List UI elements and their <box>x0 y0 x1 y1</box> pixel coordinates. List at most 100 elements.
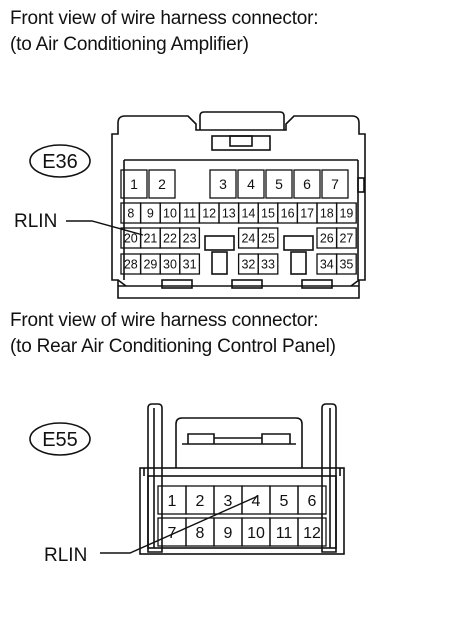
pin-e36-26: 26 <box>316 227 338 249</box>
pin-e36-9: 9 <box>139 202 161 224</box>
pin-e36-15-number: 15 <box>261 207 275 221</box>
pin-e36-16-number: 16 <box>281 207 295 221</box>
pin-e55-6: 6 <box>297 485 327 515</box>
pin-e55-2: 2 <box>185 485 215 515</box>
connector2-heading: Front view of wire harness connector: (t… <box>10 308 336 360</box>
pin-e36-8-number: 8 <box>127 207 134 221</box>
pin-e36-23-box <box>179 227 201 249</box>
pin-e36-14-number: 14 <box>241 207 255 221</box>
pin-e36-28: 28 <box>120 253 142 275</box>
pin-e55-10-number: 10 <box>247 525 265 542</box>
pin-e36-33-box <box>257 253 279 275</box>
pin-e36-4-box <box>237 169 265 199</box>
connector-e36-corner-lines <box>117 279 360 287</box>
connector-e55-body-ticks <box>143 468 341 476</box>
connector2-heading-line2: (to Rear Air Conditioning Control Panel) <box>10 336 336 357</box>
pin-e36-30-number: 30 <box>163 258 177 272</box>
pin-e36-9-number: 9 <box>147 207 154 221</box>
connector-e36-foot-mid <box>231 279 263 289</box>
connector-e55-left-clip <box>147 403 163 553</box>
pin-e55-4: 4 <box>241 485 271 515</box>
pin-e36-34-number: 34 <box>320 258 334 272</box>
pin-e36-1-box <box>120 169 148 199</box>
pin-e36-11-number: 11 <box>183 207 196 221</box>
pin-e36-24-number: 24 <box>241 232 255 246</box>
pin-e36-13-number: 13 <box>222 207 236 221</box>
pin-e36-23: 23 <box>179 227 201 249</box>
pin-e55-5-number: 5 <box>280 493 289 510</box>
connector-e55-code: E55 <box>42 429 78 451</box>
pin-e36-6-box <box>293 169 321 199</box>
pin-e36-23-number: 23 <box>183 232 197 246</box>
connector-e36-code-oval <box>29 144 91 178</box>
pin-e36-15: 15 <box>257 202 279 224</box>
pin-e36-22: 22 <box>159 227 181 249</box>
pin-e36-16: 16 <box>277 202 299 224</box>
pin-e36-19-number: 19 <box>339 207 353 221</box>
pin-e36-25-number: 25 <box>261 232 275 246</box>
pin-e36-25: 25 <box>257 227 279 249</box>
connector-e55-latch <box>175 417 303 468</box>
pin-e36-11: 11 <box>179 202 201 224</box>
connector-e36-foot-right <box>301 279 333 289</box>
pin-e55-11: 11 <box>269 517 299 547</box>
pin-e36-4: 4 <box>237 169 265 199</box>
pin-e36-1: 1 <box>120 169 148 199</box>
pin-e55-12-box <box>297 517 327 547</box>
pin-e36-3-number: 3 <box>219 176 227 192</box>
pin-e36-13: 13 <box>218 202 240 224</box>
pin-e36-3-box <box>209 169 237 199</box>
pin-e36-12: 12 <box>198 202 220 224</box>
pin-e36-5-box <box>265 169 293 199</box>
pin-e36-26-number: 26 <box>320 232 334 246</box>
pin-e55-3-number: 3 <box>224 493 233 510</box>
pin-e36-7-box <box>321 169 349 199</box>
pin-e36-34: 34 <box>316 253 338 275</box>
connector-e36-latch <box>199 111 285 130</box>
connector-e36-foot-left <box>161 279 193 289</box>
pin-e36-24: 24 <box>237 227 259 249</box>
connector-e36-blank-block-left <box>204 235 235 251</box>
connector-e36-lock-window <box>211 135 271 151</box>
pin-e36-2-box <box>148 169 176 199</box>
connector-e55-latch-detail <box>187 433 291 444</box>
pin-e55-2-number: 2 <box>196 493 205 510</box>
pin-e36-10-number: 10 <box>163 207 177 221</box>
pin-e36-27-box <box>335 227 357 249</box>
pin-e36-4-number: 4 <box>247 176 255 192</box>
connector-e36-lock-tab <box>229 135 253 147</box>
pin-e36-32: 32 <box>237 253 259 275</box>
connector-e36-callout-line <box>66 220 144 236</box>
pin-e36-7: 7 <box>321 169 349 199</box>
connector-e36-code: E36 <box>42 151 78 173</box>
pin-e55-10: 10 <box>241 517 271 547</box>
pin-e36-22-number: 22 <box>163 232 177 246</box>
pin-e55-8-number: 8 <box>196 525 205 542</box>
connector2-heading-line1: Front view of wire harness connector: <box>10 310 319 331</box>
connector-e36-blank-slot-right <box>290 251 307 275</box>
pin-e36-33-number: 33 <box>261 258 275 272</box>
pin-e36-27: 27 <box>335 227 357 249</box>
pin-e36-28-number: 28 <box>124 258 138 272</box>
pin-e36-35: 35 <box>335 253 357 275</box>
pin-e36-19: 19 <box>335 202 357 224</box>
pin-e36-5: 5 <box>265 169 293 199</box>
connector-e55-body <box>139 467 345 555</box>
pin-e36-17: 17 <box>296 202 318 224</box>
pin-e55-1-number: 1 <box>168 493 177 510</box>
pin-e55-11-number: 11 <box>276 525 293 542</box>
connector-e55-recess <box>147 475 337 549</box>
pin-e36-6: 6 <box>293 169 321 199</box>
pin-e36-29: 29 <box>139 253 161 275</box>
pin-e55-7-number: 7 <box>168 525 177 542</box>
pin-e36-14: 14 <box>237 202 259 224</box>
pin-e36-32-number: 32 <box>241 258 255 272</box>
connector-e55-callout-label: RLIN <box>44 545 87 566</box>
pin-e36-19-box <box>335 202 357 224</box>
pin-e36-18-number: 18 <box>320 207 334 221</box>
connector-e36-callout-label: RLIN <box>14 211 57 232</box>
pin-e36-35-box <box>335 253 357 275</box>
connector-e36-blank-block-right <box>283 235 314 251</box>
